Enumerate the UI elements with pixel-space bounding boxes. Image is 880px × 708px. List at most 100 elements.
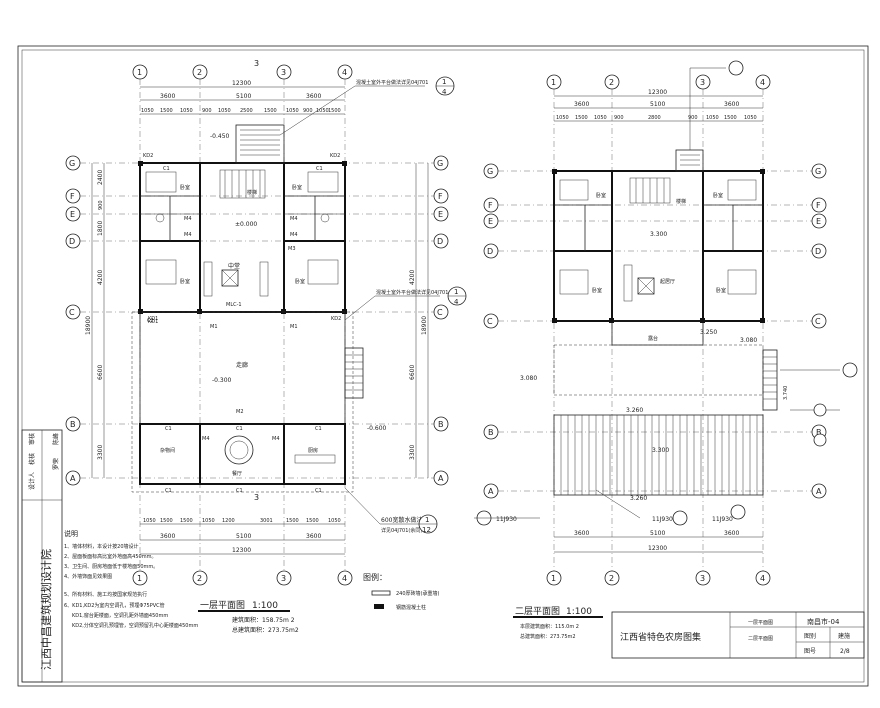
svg-text:2: 2 bbox=[609, 78, 614, 87]
svg-text:B: B bbox=[438, 420, 444, 429]
svg-text:E: E bbox=[70, 210, 75, 219]
svg-text:6600: 6600 bbox=[409, 365, 416, 380]
room-storage: 杂物间 bbox=[160, 447, 175, 454]
svg-text:M4: M4 bbox=[202, 436, 210, 442]
sheet-border bbox=[17, 45, 869, 687]
svg-text:1500: 1500 bbox=[180, 518, 193, 524]
svg-text:3.250: 3.250 bbox=[700, 329, 717, 336]
svg-text:1500: 1500 bbox=[160, 108, 173, 114]
svg-text:3600: 3600 bbox=[160, 533, 175, 540]
svg-text:二层平面图: 二层平面图 bbox=[515, 606, 560, 617]
svg-text:4: 4 bbox=[342, 68, 347, 77]
room-bedroom-2: 卧室 bbox=[292, 184, 302, 191]
design-institute-name: 江西中昌建筑规划设计院 bbox=[39, 549, 53, 670]
svg-text:4: 4 bbox=[454, 298, 459, 306]
room-bedroom-4: 卧室 bbox=[295, 278, 305, 285]
svg-text:3.300: 3.300 bbox=[652, 447, 669, 454]
room-bedroom-3: 卧室 bbox=[180, 278, 190, 285]
svg-text:1050: 1050 bbox=[556, 115, 569, 121]
svg-text:2、屋面板面标高比室外地面高450mm。: 2、屋面板面标高比室外地面高450mm。 bbox=[64, 553, 156, 560]
svg-text:5100: 5100 bbox=[650, 101, 665, 108]
svg-text:1: 1 bbox=[454, 288, 458, 296]
svg-text:本层建筑面积：115.0m 2: 本层建筑面积：115.0m 2 bbox=[520, 623, 579, 630]
role-designer: 设计人 bbox=[28, 472, 36, 490]
right-dimensions-top: 12300 3600 5100 3600 1050 1500 1050 900 … bbox=[554, 89, 763, 122]
left-axes-side: G F E D C B A G F E D C B A bbox=[65, 155, 449, 486]
right-roof-notes: 11J930 11J930 11J930 bbox=[474, 489, 746, 526]
left-elevations: ±0.000 -0.300 -0.450 -0.600 bbox=[210, 133, 387, 432]
left-axes-bottom: 1 2 3 4 bbox=[132, 570, 353, 586]
svg-text:F: F bbox=[816, 201, 821, 210]
svg-text:G: G bbox=[815, 167, 821, 176]
legend-title: 图例： bbox=[363, 572, 387, 582]
svg-text:6600: 6600 bbox=[97, 365, 104, 380]
svg-text:1: 1 bbox=[551, 574, 556, 583]
svg-text:3600: 3600 bbox=[574, 101, 589, 108]
room-living: 中堂 bbox=[228, 262, 240, 270]
svg-text:1:100: 1:100 bbox=[566, 607, 592, 617]
section-marker-bottom: 3 bbox=[254, 493, 259, 502]
svg-text:C1: C1 bbox=[236, 426, 243, 432]
svg-text:1、墙体材料，本设计按20墙设计: 1、墙体材料，本设计按20墙设计 bbox=[64, 543, 139, 550]
svg-text:混凝土室外平台做法详见04J701: 混凝土室外平台做法详见04J701 bbox=[376, 289, 448, 296]
svg-text:M4: M4 bbox=[290, 232, 298, 238]
svg-text:-0.450: -0.450 bbox=[210, 133, 230, 140]
svg-text:KD2: KD2 bbox=[331, 316, 341, 322]
svg-text:总建筑面积：273.75m2: 总建筑面积：273.75m2 bbox=[232, 626, 299, 634]
svg-text:12: 12 bbox=[422, 526, 431, 534]
right-roof-hatch bbox=[553, 414, 764, 496]
svg-text:4200: 4200 bbox=[409, 270, 416, 285]
svg-text:2: 2 bbox=[197, 68, 202, 77]
svg-text:MLC-1: MLC-1 bbox=[226, 302, 242, 308]
svg-text:M4: M4 bbox=[184, 216, 192, 222]
svg-text:3.260: 3.260 bbox=[626, 407, 643, 414]
svg-text:4200: 4200 bbox=[97, 270, 104, 285]
svg-text:C: C bbox=[437, 308, 443, 317]
svg-text:C: C bbox=[69, 308, 75, 317]
svg-text:C1: C1 bbox=[315, 426, 322, 432]
svg-text:2800: 2800 bbox=[648, 115, 661, 121]
svg-text:11J930: 11J930 bbox=[496, 516, 517, 523]
svg-text:2400: 2400 bbox=[97, 170, 104, 185]
svg-text:C1: C1 bbox=[163, 166, 170, 172]
svg-text:1800: 1800 bbox=[97, 221, 104, 236]
room-bedroom-1: 卧室 bbox=[180, 184, 190, 191]
svg-text:楼梯: 楼梯 bbox=[676, 198, 686, 205]
svg-text:3.260: 3.260 bbox=[630, 495, 647, 502]
svg-text:G: G bbox=[437, 159, 443, 168]
svg-text:1:100: 1:100 bbox=[252, 601, 278, 611]
svg-text:1500: 1500 bbox=[160, 518, 173, 524]
svg-text:1050: 1050 bbox=[143, 518, 156, 524]
svg-text:起居厅: 起居厅 bbox=[660, 279, 675, 285]
svg-text:12300: 12300 bbox=[648, 545, 667, 552]
svg-text:12300: 12300 bbox=[648, 89, 667, 96]
svg-text:1: 1 bbox=[442, 78, 446, 86]
svg-text:3600: 3600 bbox=[724, 101, 739, 108]
svg-text:11J930: 11J930 bbox=[712, 516, 733, 523]
svg-text:M2: M2 bbox=[236, 409, 244, 415]
svg-text:1050: 1050 bbox=[141, 108, 154, 114]
svg-text:1500: 1500 bbox=[724, 115, 737, 121]
svg-text:11J930: 11J930 bbox=[652, 516, 673, 523]
drawing-set-name: 江西省特色农房图集 bbox=[620, 631, 701, 643]
svg-text:混凝土室外平台做法详见04J701: 混凝土室外平台做法详见04J701 bbox=[356, 79, 428, 86]
svg-text:3600: 3600 bbox=[724, 530, 739, 537]
svg-text:A: A bbox=[438, 474, 444, 483]
svg-text:1050: 1050 bbox=[180, 108, 193, 114]
svg-text:5100: 5100 bbox=[236, 533, 251, 540]
left-dimensions-bottom: 1050 1500 1500 1050 1200 3001 1500 1500 … bbox=[140, 518, 345, 555]
right-furniture bbox=[559, 179, 757, 302]
svg-text:4: 4 bbox=[342, 574, 347, 583]
room-dining: 餐厅 bbox=[232, 470, 242, 477]
svg-text:1: 1 bbox=[137, 574, 142, 583]
right-floor-plan: 1 2 3 4 1 2 3 4 G F E D C B A G F E D C … bbox=[474, 60, 858, 586]
general-notes: 说明 1、墙体材料，本设计按20墙设计 2、屋面板面标高比室外地面高450mm。… bbox=[64, 529, 198, 629]
right-dimensions-bottom: 3600 5100 3600 12300 bbox=[554, 530, 763, 553]
room-stair: 楼梯 bbox=[247, 189, 257, 196]
svg-text:二层平面图: 二层平面图 bbox=[748, 636, 773, 642]
svg-text:图别: 图别 bbox=[804, 632, 816, 640]
svg-text:1050: 1050 bbox=[706, 115, 719, 121]
svg-text:KD2: KD2 bbox=[143, 153, 153, 159]
